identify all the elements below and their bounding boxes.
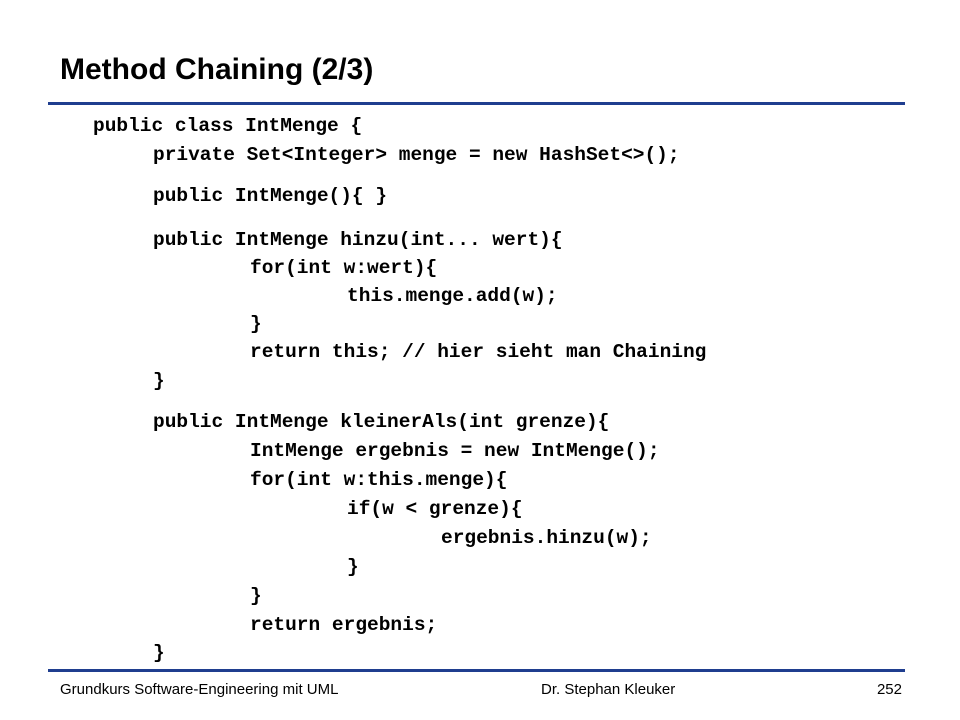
code-line: public IntMenge(){ } xyxy=(153,185,388,207)
code-line: public IntMenge hinzu(int... wert){ xyxy=(153,229,563,251)
code-line: if(w < grenze){ xyxy=(347,498,523,520)
code-line: public class IntMenge { xyxy=(93,115,363,137)
footer-course: Grundkurs Software-Engineering mit UML xyxy=(60,681,339,698)
code-line: } xyxy=(250,313,262,335)
code-line: return this; // hier sieht man Chaining xyxy=(250,341,707,363)
footer-author: Dr. Stephan Kleuker xyxy=(541,681,676,698)
code-line: } xyxy=(153,370,165,392)
code-line: } xyxy=(347,556,359,578)
title-divider xyxy=(48,102,905,105)
code-line: this.menge.add(w); xyxy=(347,285,558,307)
code-line: } xyxy=(153,642,165,664)
footer-divider xyxy=(48,669,905,672)
code-line: for(int w:this.menge){ xyxy=(250,469,508,491)
code-line: IntMenge ergebnis = new IntMenge(); xyxy=(250,440,660,462)
code-line: for(int w:wert){ xyxy=(250,257,438,279)
slide-title: Method Chaining (2/3) xyxy=(60,53,374,86)
code-line: private Set<Integer> menge = new HashSet… xyxy=(153,144,680,166)
footer-page-number: 252 xyxy=(876,681,902,698)
code-line: } xyxy=(250,585,262,607)
code-block: public class IntMenge { private Set<Inte… xyxy=(93,115,707,664)
code-line: public IntMenge kleinerAls(int grenze){ xyxy=(153,411,610,433)
code-line: return ergebnis; xyxy=(250,614,438,636)
code-line: ergebnis.hinzu(w); xyxy=(441,527,652,549)
